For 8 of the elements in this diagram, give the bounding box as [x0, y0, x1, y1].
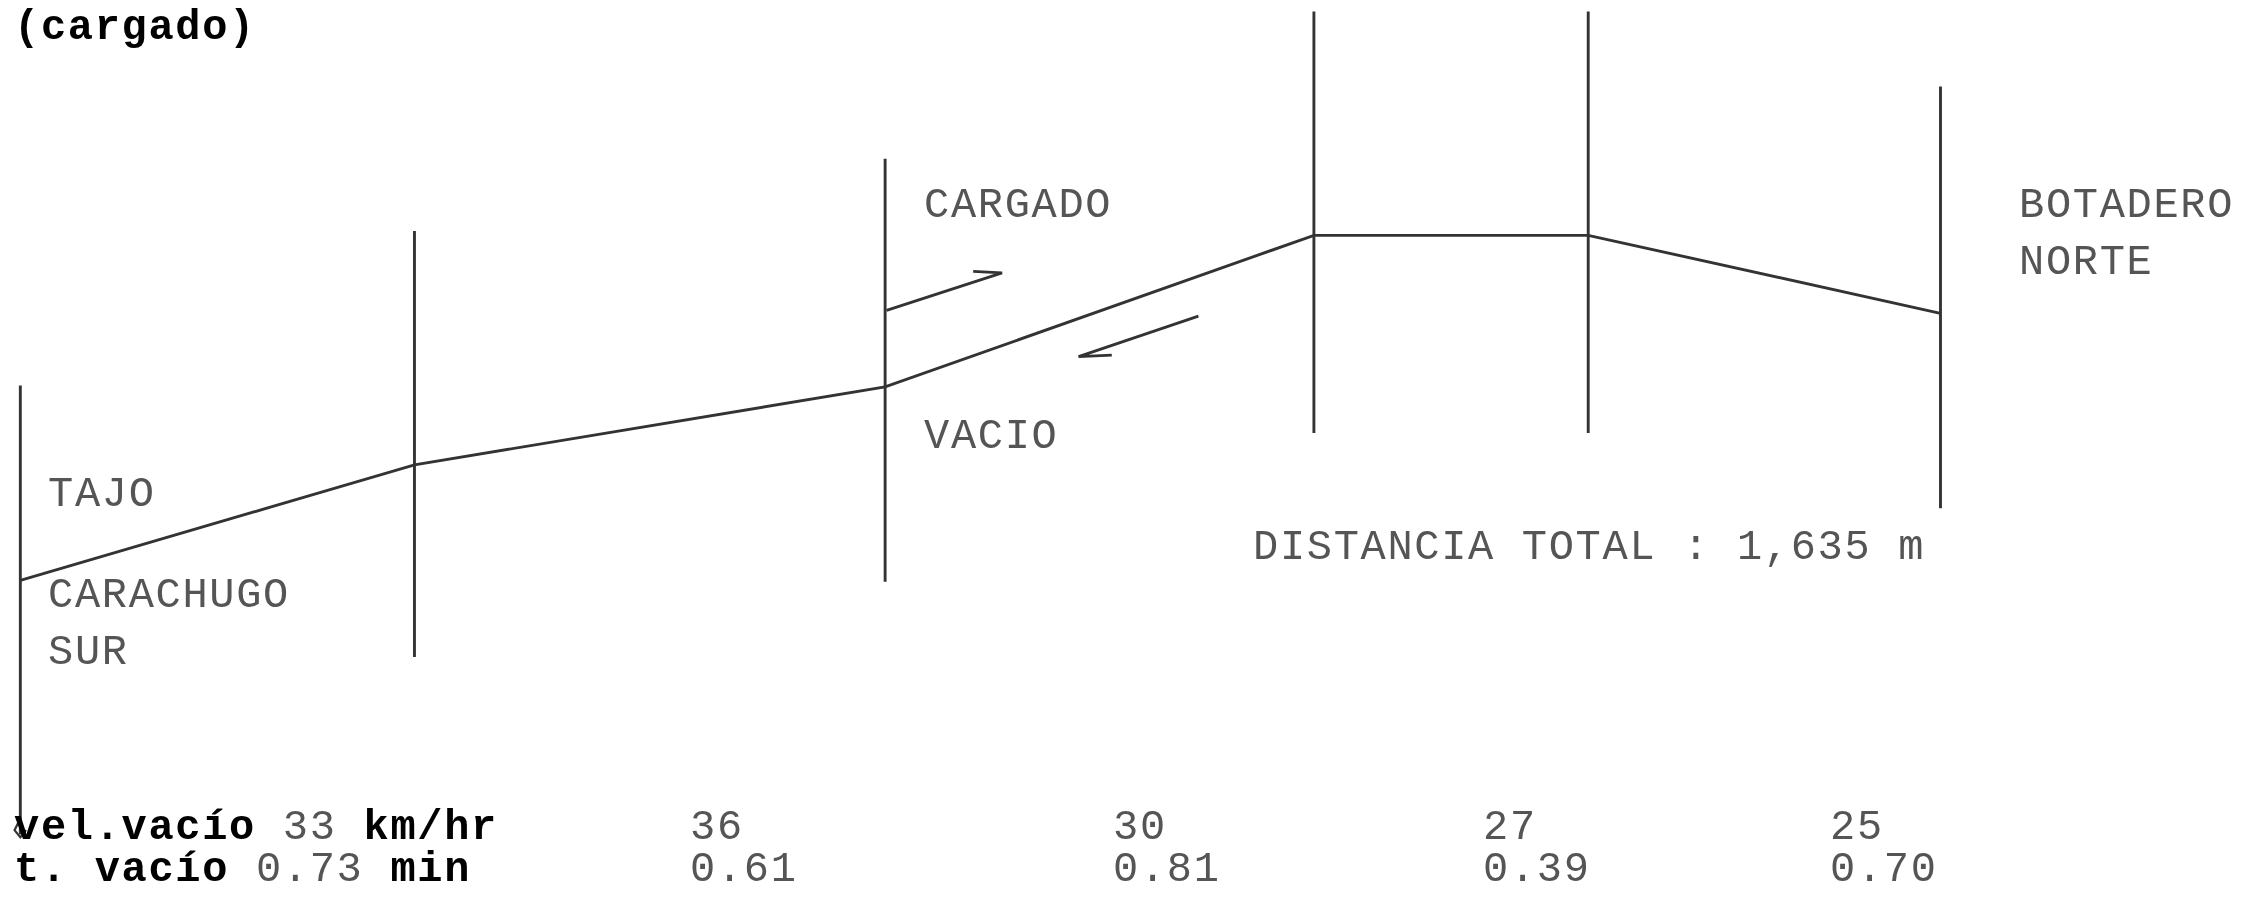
state-label: (cargado) — [14, 3, 256, 54]
place-label: BOTADERO NORTE — [2019, 181, 2236, 289]
total-distance-label: DISTANCIA TOTAL : 1,635 m — [1253, 523, 1926, 574]
state-label: VACIO — [924, 412, 1059, 463]
place-label: CARACHUGO SUR — [48, 571, 291, 679]
time-label: t. vacío 0.73 min — [14, 845, 472, 896]
place-label: TAJO — [48, 470, 156, 521]
state-label: CARGADO — [924, 181, 1113, 232]
